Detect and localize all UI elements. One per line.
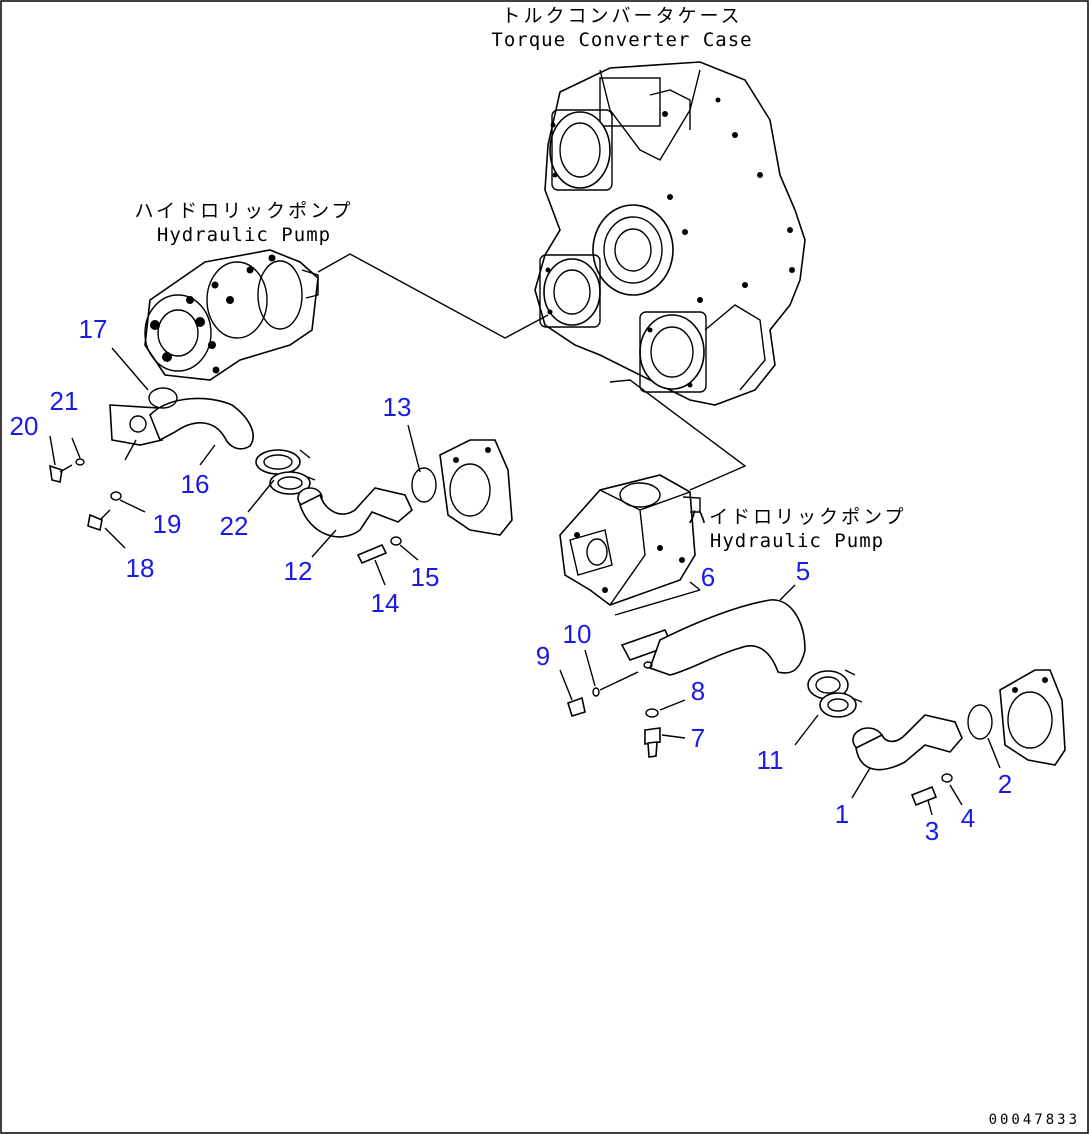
lower-hydraulic-pump [559, 474, 701, 606]
washer-21 [75, 458, 85, 466]
upper-pump-to-case-leader [317, 253, 549, 339]
bolt-9 [567, 696, 586, 717]
gasket-2 [967, 704, 993, 740]
callout-5: 5 [796, 556, 810, 586]
hose-16-assembly [109, 397, 254, 461]
gasket-13 [411, 467, 437, 503]
callout-14: 14 [371, 588, 400, 618]
upper-hydraulic-pump [144, 249, 319, 381]
upper-pump-jp-label: ハイドロリックポンプ [134, 200, 353, 222]
bolt-14 [356, 543, 388, 565]
callout-4: 4 [961, 803, 975, 833]
oring-10 [592, 687, 600, 697]
callout-21: 21 [50, 386, 79, 416]
callout-8: 8 [691, 676, 705, 706]
callout-18: 18 [126, 553, 155, 583]
hose-12 [297, 487, 413, 538]
callout-10: 10 [563, 619, 592, 649]
callout-17: 17 [79, 314, 108, 344]
bolt-3 [910, 785, 938, 807]
torque-converter-case-en-label: Torque Converter Case [491, 29, 752, 51]
flange-block-right [999, 669, 1066, 766]
callout-9: 9 [536, 641, 550, 671]
callout-11: 11 [757, 745, 784, 775]
callout-7: 7 [691, 723, 705, 753]
hose-1 [852, 714, 963, 771]
callout-leader-lines [49, 347, 1001, 816]
washer-19 [110, 491, 122, 501]
torque-converter-case-jp-label: トルクコンバータケース [501, 5, 742, 27]
callout-16: 16 [181, 469, 210, 499]
clamp-22 [255, 449, 316, 495]
callout-6: 6 [701, 562, 715, 592]
bolt-18 [87, 509, 111, 532]
callout-12: 12 [284, 556, 313, 586]
callout-19: 19 [153, 509, 182, 539]
gasket-17 [148, 387, 178, 409]
callout-15: 15 [411, 562, 440, 592]
lower-pump-en-label: Hydraulic Pump [710, 530, 884, 552]
lower-pump-jp-label: ハイドロリックポンプ [687, 506, 906, 528]
clamp-11 [807, 669, 863, 718]
bolt-20 [49, 464, 73, 483]
oring-10-leader-line [599, 671, 639, 691]
callout-2: 2 [998, 769, 1012, 799]
torque-converter-case [534, 61, 806, 406]
document-id: 00047833 [989, 1112, 1080, 1128]
callout-1: 1 [835, 799, 849, 829]
flange-block-left [439, 439, 513, 536]
callout-13: 13 [383, 392, 412, 422]
upper-pump-en-label: Hydraulic Pump [157, 224, 331, 246]
bolt-7 [644, 727, 661, 758]
gasket-6 [614, 589, 701, 616]
washer-15 [390, 536, 402, 546]
hose-5 [620, 599, 806, 676]
lower-pump-to-case-leader [609, 379, 747, 491]
callout-3: 3 [925, 816, 939, 846]
washer-4 [941, 773, 953, 783]
washer-8 [645, 708, 659, 718]
callout-20: 20 [10, 411, 39, 441]
callout-22: 22 [220, 511, 249, 541]
